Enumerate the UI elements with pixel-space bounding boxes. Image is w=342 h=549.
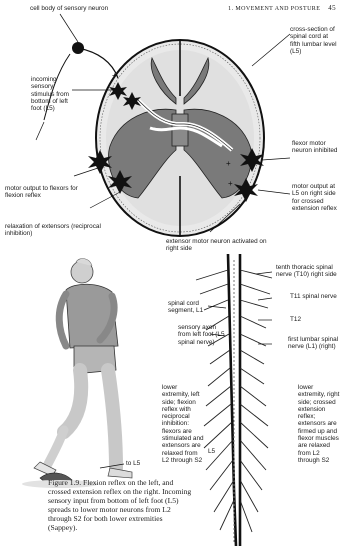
label-t11: T11 spinal nerve <box>290 293 340 300</box>
svg-text:+: + <box>228 179 233 188</box>
person-illustration <box>22 259 132 488</box>
label-l1: first lumbar spinal nerve (L1) (right) <box>288 336 340 351</box>
svg-text:+: + <box>226 159 231 168</box>
label-motor-output-flexors: motor output to flexors for flexion refl… <box>5 185 81 200</box>
spinal-column-diagram <box>196 254 272 546</box>
label-lower-right: lower extremity, right side; crossed ext… <box>298 384 340 464</box>
label-t12: T12 <box>290 316 340 323</box>
label-sensory-axon: sensory axon from left foot (L5 spinal n… <box>178 324 228 346</box>
label-lower-left: lower extremity, left side; flexion refl… <box>162 384 206 464</box>
label-motor-output-right: motor output at L5 on right side for cro… <box>292 183 338 212</box>
label-to-l5: to L5 <box>126 460 156 467</box>
label-cross-section: cross-section of spinal cord at fifth lu… <box>290 26 340 55</box>
svg-text:+: + <box>112 71 117 80</box>
label-relaxation: relaxation of extensors (reciprocal inhi… <box>5 223 125 238</box>
label-cord-segment: spinal cord segment, L1 <box>168 300 224 315</box>
figure-caption: Figure 1.9. Flexion reflex on the left, … <box>48 478 192 532</box>
label-incoming-sensory: incoming sensory stimulus from bottom of… <box>31 76 75 112</box>
label-flexor-inhibited: flexor motor neuron inhibited <box>292 140 338 155</box>
label-l5: L5 <box>208 448 228 455</box>
label-cell-body: cell body of sensory neuron <box>30 5 150 12</box>
label-t10: tenth thoracic spinal nerve (T10) right … <box>276 264 340 279</box>
